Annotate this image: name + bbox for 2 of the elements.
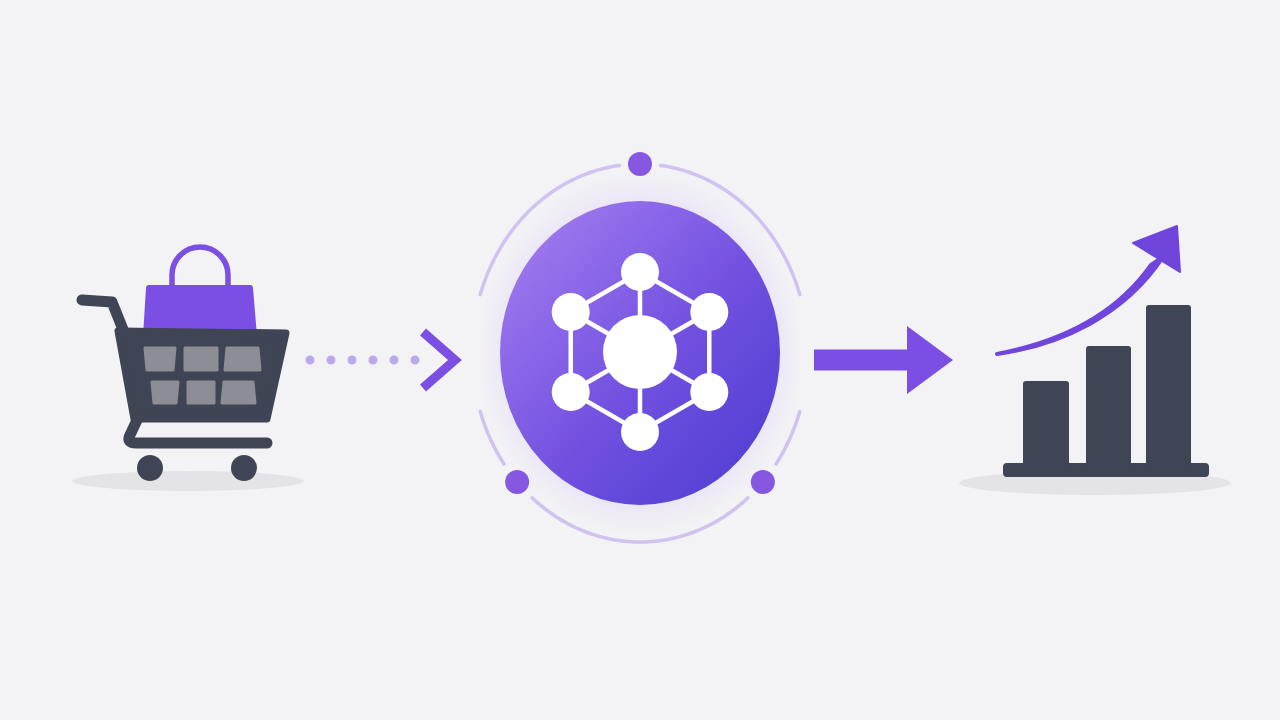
block-arrow (814, 326, 953, 394)
dotted-arrow (305, 327, 460, 393)
